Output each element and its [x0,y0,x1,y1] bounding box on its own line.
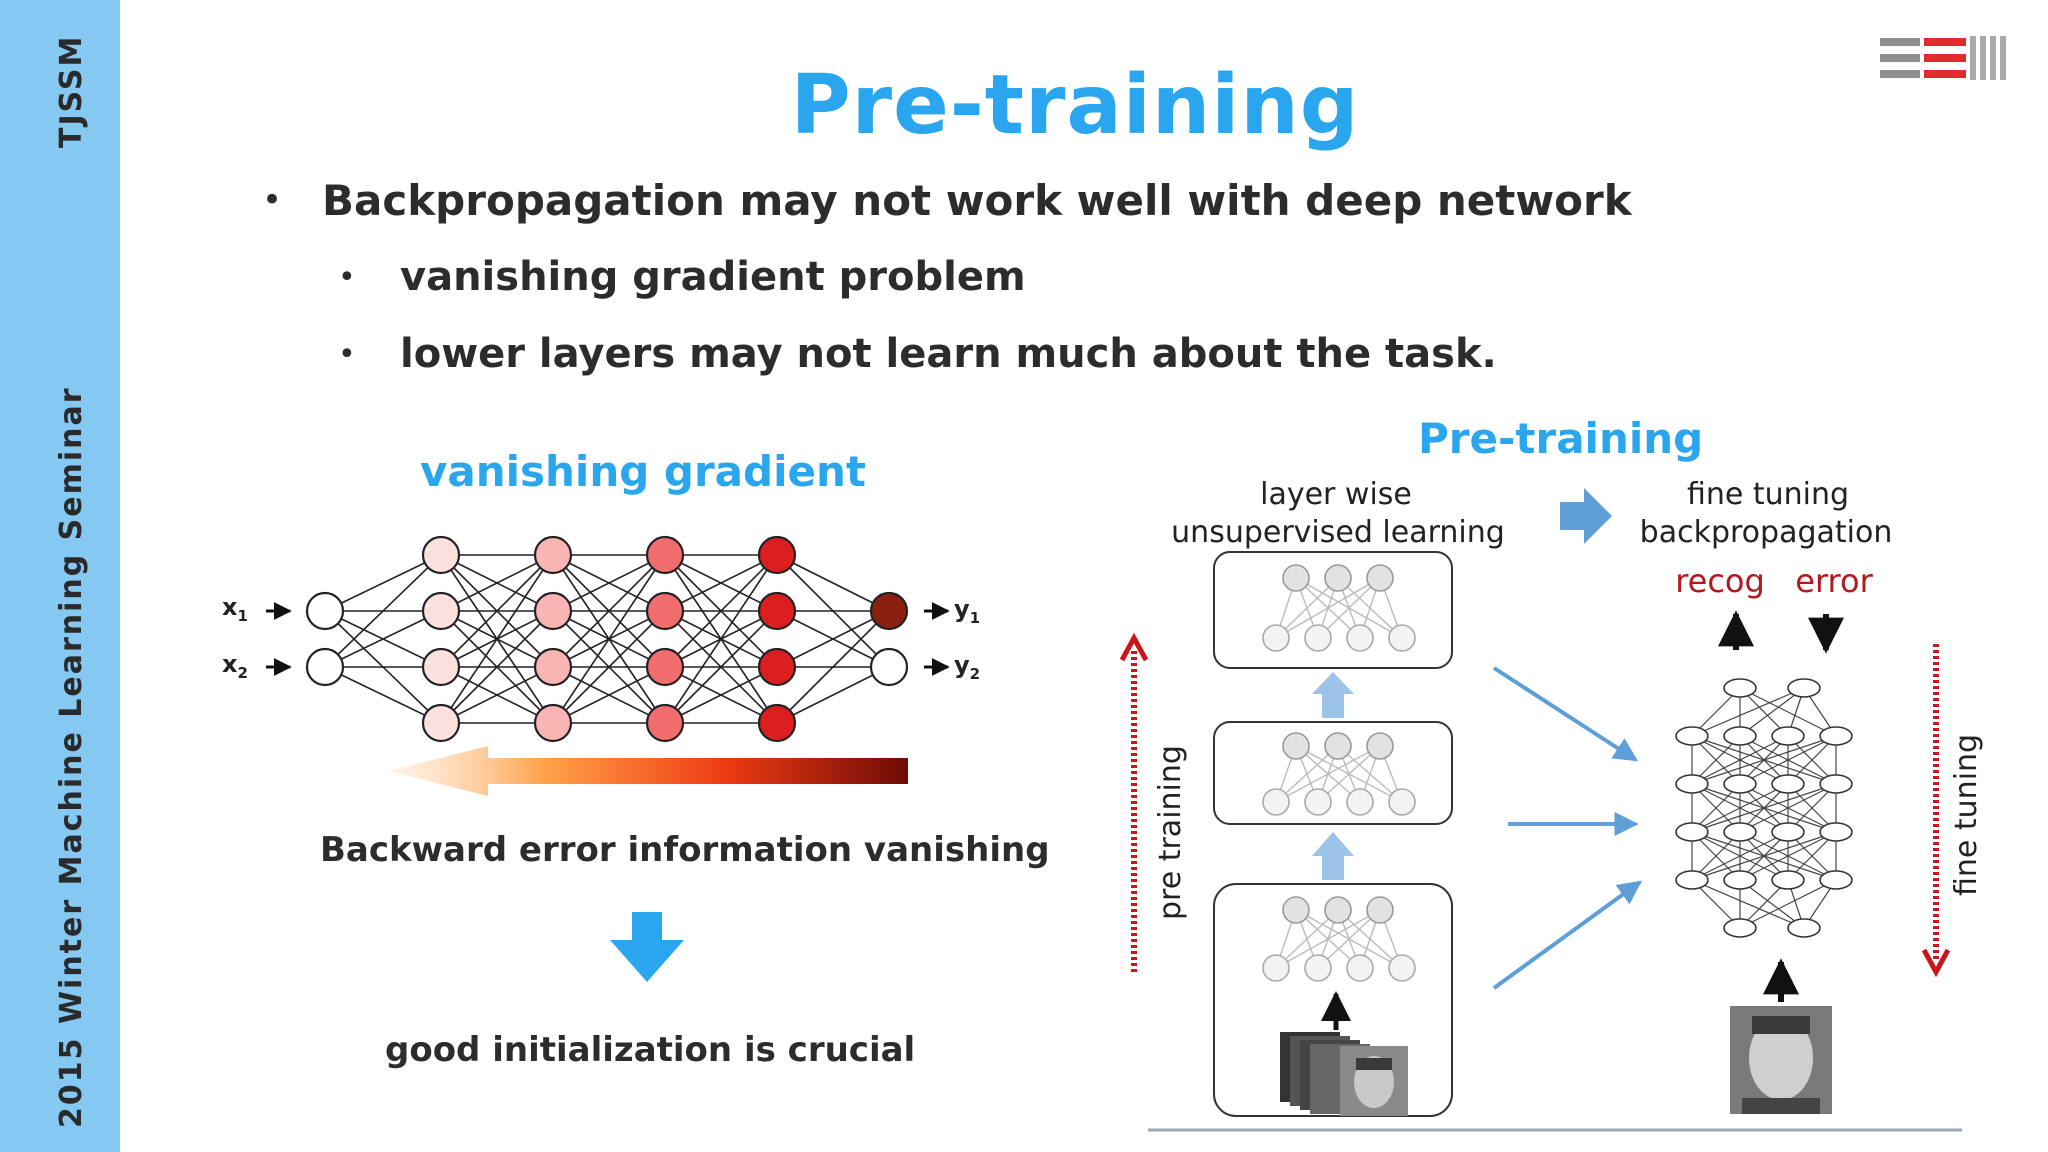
network-node [307,649,343,685]
network-node [647,537,683,573]
rbm-hidden-node [1325,733,1351,759]
rbm-visible-node [1305,789,1331,815]
transfer-arrow-bottom [1494,882,1640,988]
deep-network-node [1676,871,1708,889]
deep-network-node [1724,823,1756,841]
rbm-visible-node [1389,789,1415,815]
transfer-arrow-top [1494,668,1636,760]
network-node [535,537,571,573]
box-up-arrow-upper [1312,672,1354,718]
finetuning-vertical-label: fine tuning [1949,734,1984,896]
network-node [871,649,907,685]
svg-text:x2: x2 [222,650,248,682]
network-nodes [307,537,907,741]
network-node [535,593,571,629]
rbm-visible-node [1263,955,1289,981]
face-image-right [1730,1006,1832,1114]
rbm-hidden-node [1283,733,1309,759]
input-x2: x2 [222,650,290,682]
deep-network-node [1788,919,1820,937]
network-node [535,649,571,685]
svg-text:y2: y2 [954,651,980,683]
deep-network-node [1772,823,1804,841]
layerwise-heading-line1: layer wise [1260,477,1412,512]
network-node [647,705,683,741]
output-y2: y2 [924,651,980,683]
deep-network-node [1724,775,1756,793]
finetuning-arrowhead [1924,950,1948,972]
network-edge [325,555,441,611]
output-y1: y1 [924,595,980,627]
network-node [759,537,795,573]
network-node [647,593,683,629]
pretraining-arrowhead [1122,638,1146,660]
deep-network-node [1676,775,1708,793]
rbm-hidden-node [1367,897,1393,923]
deep-network-node [1820,727,1852,745]
rbm-visible-node [1347,789,1373,815]
deep-network-node [1724,679,1756,697]
deep-network-node [1724,871,1756,889]
rbm-visible-node [1389,955,1415,981]
input-x1: x1 [222,593,290,625]
rbm-visible-node [1305,625,1331,651]
pretraining-vertical-label: pre training [1153,745,1188,920]
rbm-visible-node [1347,955,1373,981]
rbm-visible-node [1263,789,1289,815]
deep-network-node [1724,919,1756,937]
error-label: error [1795,562,1873,600]
network-node [307,593,343,629]
network-edge [325,667,441,723]
backward-gradient-arrow [388,746,908,796]
deep-network-node [1820,823,1852,841]
network-node [423,593,459,629]
network-node [423,705,459,741]
heading-arrow [1560,488,1612,544]
deep-network-node [1788,679,1820,697]
deep-network-node [1772,727,1804,745]
deep-network-node [1820,775,1852,793]
finetuning-heading-line2: backpropagation [1640,515,1893,550]
box-up-arrow-lower [1312,832,1354,880]
deep-network-node [1676,823,1708,841]
deep-network-node [1772,775,1804,793]
deep-network-node [1676,727,1708,745]
recog-label: recog [1675,562,1765,600]
deep-network-node [1820,871,1852,889]
down-arrow [610,912,684,982]
network-edges [325,555,889,723]
rbm-hidden-node [1367,565,1393,591]
rbm-hidden-node [1283,897,1309,923]
deep-network-node [1772,871,1804,889]
rbm-hidden-node [1367,733,1393,759]
network-node [423,537,459,573]
network-node [647,649,683,685]
network-node [871,593,907,629]
finetuning-heading-line1: fine tuning [1687,477,1849,512]
network-node [759,649,795,685]
network-node [423,649,459,685]
deep-network-node [1724,727,1756,745]
rbm-hidden-node [1325,897,1351,923]
rbm-visible-node [1263,625,1289,651]
rbm-hidden-node [1325,565,1351,591]
svg-text:x1: x1 [222,593,248,625]
layerwise-heading-line2: unsupervised learning [1171,515,1505,550]
rbm-visible-node [1305,955,1331,981]
network-node [535,705,571,741]
deep-network [1676,679,1852,937]
svg-text:y1: y1 [954,595,980,627]
rbm-visible-node [1347,625,1373,651]
network-node [759,705,795,741]
rbm-visible-node [1389,625,1415,651]
rbm-hidden-node [1283,565,1309,591]
network-node [759,593,795,629]
